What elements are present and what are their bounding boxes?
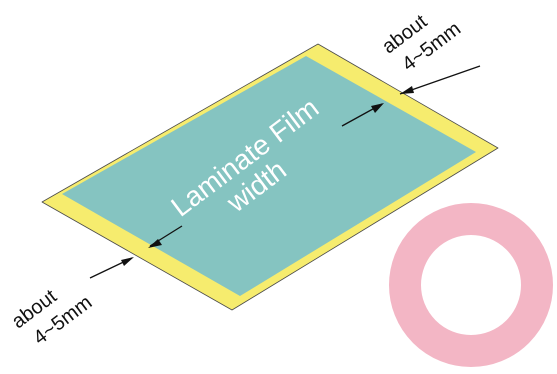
margin-label-top: about 4~5mm bbox=[378, 10, 465, 75]
margin-arrows-bottom bbox=[89, 225, 183, 279]
margin-label-bottom: about 4~5mm bbox=[8, 285, 97, 349]
pink-ring bbox=[389, 203, 553, 367]
outer-sheet-outline bbox=[41, 43, 499, 311]
margin-arrows-top bbox=[341, 65, 481, 127]
